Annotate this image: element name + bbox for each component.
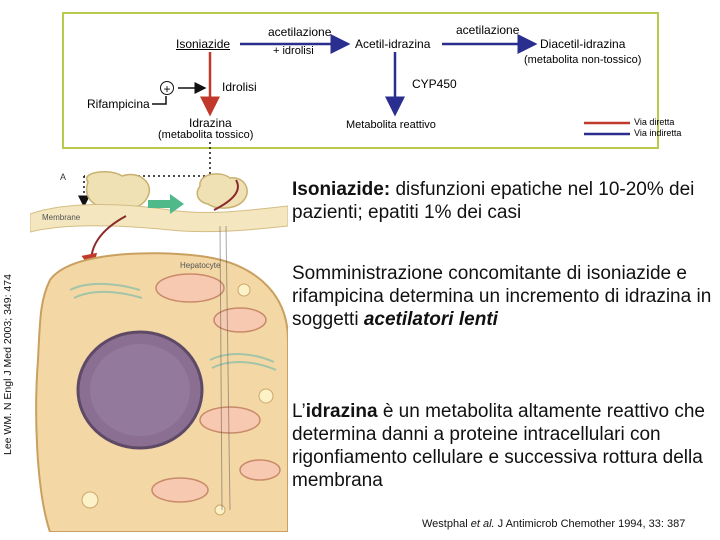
nucleus-inner [90, 344, 190, 436]
hepatocyte-illustration: A Membrane Hepatocyte [30, 170, 288, 532]
legend-via-indiretta: Via indiretta [634, 128, 682, 138]
lipid-droplet [258, 388, 274, 404]
mitochondrion [239, 459, 281, 481]
footer-authors: Westphal [422, 518, 471, 530]
label-acetil-idrazina: Acetil-idrazina [355, 37, 431, 51]
label-metabolita-tossico: (metabolita tossico) [158, 129, 254, 141]
cytoskeleton-fiber [225, 225, 231, 511]
label-cyp450: CYP450 [412, 77, 457, 91]
label-acetilazione-1: acetilazione [268, 25, 332, 39]
label-diacetil-idrazina: Diacetil-idrazina [540, 37, 626, 51]
lipid-droplet [214, 504, 226, 516]
mitochondrion [155, 273, 225, 303]
p3-bold: idrazina [305, 401, 378, 422]
label-acetilazione-2: acetilazione [456, 23, 520, 37]
membrane-bleb-left [85, 170, 151, 210]
plus-circle-icon: + [160, 81, 174, 96]
p1-bold: Isoniazide: [292, 179, 391, 200]
cell-membrane-strip [30, 204, 288, 233]
label-idrolisi-left: Idrolisi [222, 80, 257, 94]
endoplasmic-reticulum [209, 353, 277, 371]
mitochondrion [213, 307, 267, 333]
footer-etal: et al. [470, 518, 495, 530]
label-metabolita-non-tossico: (metabolita non-tossico) [524, 54, 642, 66]
label-rifampicina: Rifampicina [87, 97, 150, 111]
illustration-label-hepatocyte: Hepatocyte [180, 261, 221, 270]
label-metabolita-reattivo: Metabolita reattivo [346, 119, 436, 131]
green-arrow-icon [148, 194, 184, 214]
illustration-label-a: A [60, 172, 66, 182]
paragraph-isoniazide: Isoniazide: disfunzioni epatiche nel 10-… [292, 178, 712, 224]
red-curve-arrow-right [213, 179, 239, 211]
label-idrolisi-top: + idrolisi [273, 45, 314, 57]
label-idrazina: Idrazina [189, 116, 232, 130]
lipid-droplet [81, 491, 99, 509]
footer-citation: Westphal et al. J Antimicrob Chemother 1… [422, 518, 685, 530]
p2-text: Somministrazione concomitante di isoniaz… [292, 263, 712, 330]
legend-via-diretta: Via diretta [634, 117, 675, 127]
cytoskeleton-fiber [219, 225, 223, 511]
label-isoniazide: Isoniazide [176, 37, 231, 51]
paragraph-idrazina: L’idrazina è un metabolita altamente rea… [292, 400, 712, 492]
lipid-droplet [237, 283, 251, 297]
p1-rest: disfunzioni epatiche nel 10-20% dei pazi… [292, 179, 695, 223]
p3-start: L’ [292, 401, 306, 422]
footer-journal: J Antimicrob Chemother 1994, 33: 387 [494, 518, 686, 530]
membrane-bleb-right [196, 173, 248, 209]
metabolism-diagram [62, 12, 659, 149]
p2-emph: acetilatori lenti [363, 309, 498, 330]
endoplasmic-reticulum [69, 282, 143, 299]
mitochondrion [199, 406, 261, 434]
citation-vertical: Lee WM. N Engl J Med 2003; 349: 474 [2, 274, 14, 455]
illustration-label-membrane: Membrane [42, 213, 81, 222]
mitochondrion [151, 477, 209, 503]
paragraph-rifampicina: Somministrazione concomitante di isoniaz… [292, 262, 712, 331]
p3-rest: è un metabolita altamente reattivo che d… [292, 401, 705, 491]
